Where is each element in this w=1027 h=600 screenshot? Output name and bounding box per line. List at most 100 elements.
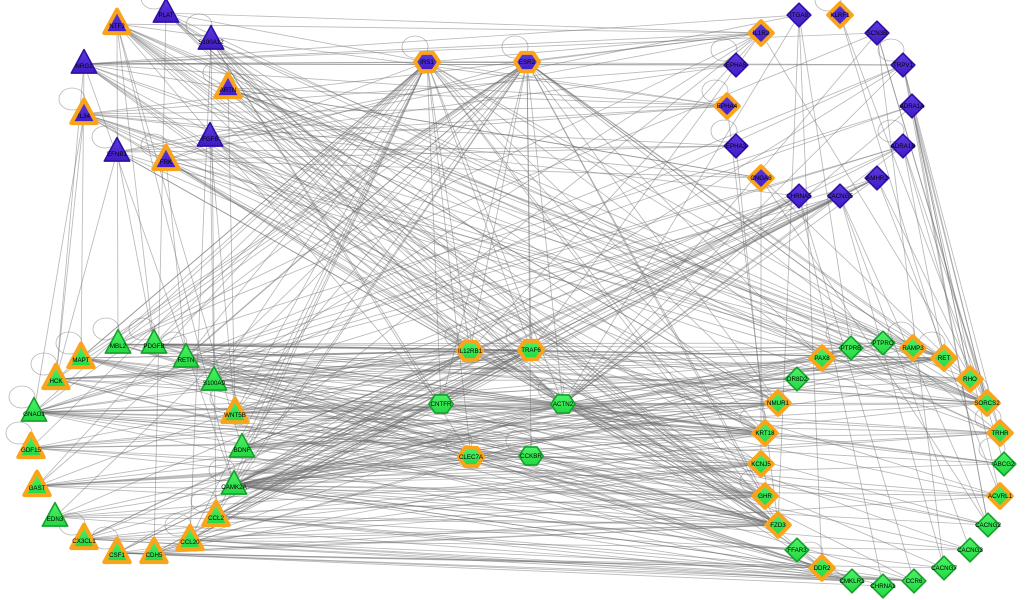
edge-CX3CL1-CHRNA5 [83, 195, 800, 540]
node-ACVRL1[interactable] [986, 482, 1014, 510]
node-EPHA4[interactable] [713, 92, 741, 120]
node-RETN[interactable] [172, 342, 200, 368]
node-RHO[interactable] [956, 365, 984, 393]
node-CACNG2[interactable] [975, 512, 1001, 538]
node-GAST[interactable] [22, 469, 52, 498]
node-PAX8[interactable] [808, 344, 836, 372]
node-FRK[interactable] [151, 143, 181, 172]
edge-CCL20-CMKLR1 [189, 539, 853, 582]
node-NTF3[interactable] [102, 7, 132, 36]
node-CSF1[interactable] [102, 536, 132, 565]
node-IL34[interactable] [69, 97, 99, 126]
node-WNT5B[interactable] [220, 396, 250, 425]
edge-TRPV1-SORCS2 [902, 64, 988, 404]
node-RET[interactable] [930, 344, 958, 372]
node-FFAR3[interactable] [784, 537, 810, 563]
node-ACTN2[interactable] [550, 394, 576, 414]
node-DDR2[interactable] [808, 554, 836, 582]
edge-BDNF-CNTFR [241, 403, 442, 449]
node-FGF6[interactable] [196, 121, 224, 147]
node-RAMP3[interactable] [899, 334, 927, 362]
edge-NTF3-PDGFB [116, 23, 155, 345]
edge-CNTFR-FZD3 [440, 403, 779, 526]
node-NRG1[interactable] [70, 48, 98, 74]
node-ADRA1A[interactable] [899, 93, 925, 119]
node-TRAF6[interactable] [516, 338, 546, 362]
edge-ESR2-FZD3 [526, 61, 779, 526]
edge-CCL2-CHRNA5 [215, 195, 800, 517]
self-loop-CCKBR [505, 429, 533, 453]
node-CACNG3[interactable] [957, 537, 983, 563]
node-CACNG5[interactable] [827, 183, 853, 209]
node-BDNF[interactable] [228, 432, 256, 458]
node-CNGA3[interactable] [747, 164, 775, 192]
edge-CAMK2A-GHR [233, 484, 766, 497]
node-HCK[interactable] [41, 362, 71, 391]
node-GNAO1[interactable] [20, 396, 48, 422]
edge-CDH5-FZD3 [153, 524, 779, 554]
node-EPHA5[interactable] [723, 52, 749, 78]
edge-EDN3-FZD3 [54, 516, 779, 526]
node-CDH5[interactable] [139, 536, 169, 565]
node-CHRNA1[interactable] [870, 573, 896, 599]
edge-WNT5B-FZD3 [234, 412, 779, 526]
node-CAMK2A[interactable] [220, 469, 248, 495]
node-MAPT[interactable] [66, 341, 96, 370]
edge-ADRA1A-RHO [911, 105, 971, 380]
node-CCL20[interactable] [175, 523, 205, 552]
edge-RETN-IL12RB1 [185, 350, 471, 359]
self-loop-IRS1 [401, 35, 429, 59]
edge-CSF1-TRAF6 [116, 349, 532, 554]
node-KCNJ5[interactable] [747, 450, 775, 478]
node-S100A9[interactable] [200, 365, 228, 391]
node-KLRF1[interactable] [826, 1, 854, 29]
node-CLEC7A[interactable] [456, 445, 486, 469]
edge-MBL2-SCN3B [117, 32, 878, 345]
node-CNTFR[interactable] [428, 394, 454, 414]
node-TRHR[interactable] [986, 419, 1014, 447]
node-OR8D2[interactable] [784, 366, 810, 392]
node-IL12RB1[interactable] [455, 339, 485, 363]
node-FZD3[interactable] [764, 511, 792, 539]
node-ITGA8[interactable] [786, 2, 812, 28]
node-PLAT[interactable] [152, 0, 180, 23]
node-CCKBR[interactable] [518, 446, 544, 466]
edge-EDN3-CCR6 [54, 516, 915, 582]
node-EFNB1[interactable] [103, 136, 131, 162]
node-SCN3B[interactable] [864, 20, 890, 46]
node-ADRA1B[interactable] [890, 133, 916, 159]
node-SORCS2[interactable] [973, 389, 1001, 417]
node-TRPV1[interactable] [890, 52, 916, 78]
edge-RETN-DDR2 [185, 357, 823, 569]
node-CACNG7[interactable] [931, 555, 957, 581]
node-EDN3[interactable] [41, 501, 69, 527]
node-S100A12[interactable] [197, 24, 225, 50]
edge-S100A12-ACTN2 [210, 39, 564, 405]
node-PTPRO[interactable] [870, 330, 896, 356]
node-PDGFB[interactable] [140, 328, 168, 354]
node-PTPRB[interactable] [838, 335, 864, 361]
node-GDF15[interactable] [16, 431, 46, 460]
node-IRS1[interactable] [412, 50, 442, 74]
self-loop-RAMP3 [887, 321, 915, 345]
node-MBL2[interactable] [104, 328, 132, 354]
node-ARTN[interactable] [213, 71, 243, 100]
node-CX3CL1[interactable] [69, 522, 99, 551]
node-CCR6[interactable] [901, 568, 927, 594]
edge-ESR2-S100A9 [213, 61, 528, 382]
node-CHRNA5[interactable] [786, 183, 812, 209]
node-CMKLR1[interactable] [839, 568, 865, 594]
node-AMHR2[interactable] [864, 165, 890, 191]
node-ESR2[interactable] [512, 50, 542, 74]
node-CCL2[interactable] [201, 499, 231, 528]
edge-NRG1-SCN3B [83, 32, 878, 65]
node-KRT18[interactable] [751, 419, 779, 447]
edge-FRK-EPHA3 [165, 145, 737, 161]
node-GHR[interactable] [751, 482, 779, 510]
edge-CX3CL1-CMKLR1 [83, 538, 853, 582]
edge-EFNB1-FZD3 [116, 151, 779, 526]
node-EPHA3[interactable] [723, 133, 749, 159]
node-ABCG2[interactable] [991, 451, 1017, 477]
node-IL1R2[interactable] [747, 19, 775, 47]
node-NMUR1[interactable] [764, 389, 792, 417]
